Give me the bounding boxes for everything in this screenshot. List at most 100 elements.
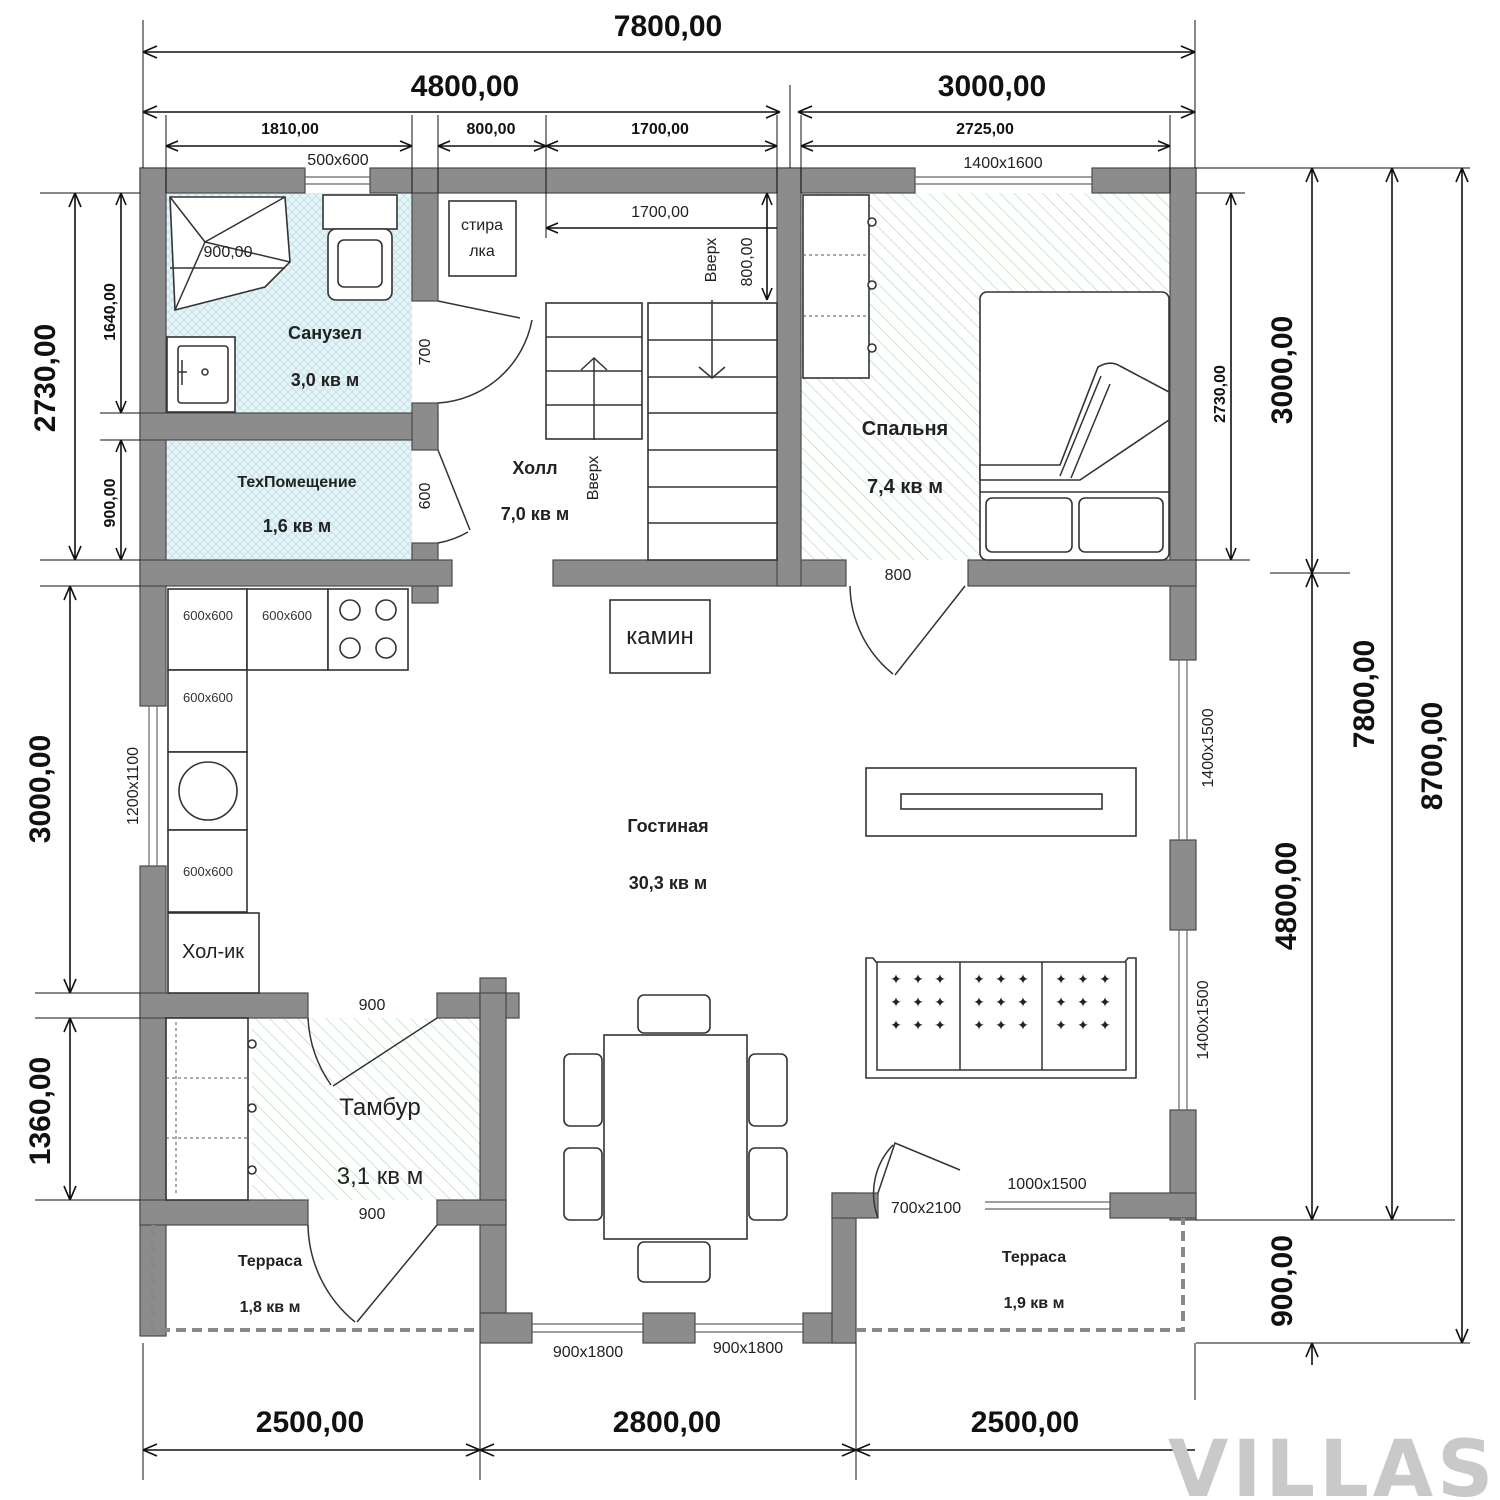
shower-icon	[169, 196, 291, 312]
wall-bottom-1	[479, 1312, 533, 1344]
wall-vest-top-2	[436, 992, 520, 1019]
wall-bath-tech	[139, 412, 439, 441]
wall-terr-right-top-2	[1109, 1192, 1197, 1219]
wall-bed-bottom	[967, 559, 1197, 587]
room-bedroom-area: 7,4 кв м	[867, 476, 943, 498]
label-fridge: Хол-ик	[182, 941, 244, 963]
sofa-tuft-icon: ✦	[1099, 972, 1111, 988]
room-living-area: 30,3 кв м	[629, 873, 707, 893]
label-fireplace: камин	[626, 623, 694, 650]
window-bedroom	[915, 176, 1092, 185]
dim-top-seg4: 2725,00	[956, 121, 1014, 138]
dim-top-seg2: 800,00	[467, 121, 516, 138]
washer-icon	[448, 200, 517, 277]
sofa-tuft-icon: ✦	[912, 972, 924, 988]
label-door-tech: 600	[417, 483, 434, 510]
dining-set	[563, 994, 788, 1283]
furniture: ✦✦✦✦✦✦✦✦✦✦✦✦✦✦✦✦✦✦✦✦✦✦✦✦✦✦✦	[165, 194, 1170, 1283]
dim-top-total: 7800,00	[614, 10, 722, 43]
wall-bath-hall-1	[411, 192, 439, 302]
room-terrace-right-name: Терраса	[1002, 1249, 1066, 1266]
sofa-tuft-icon: ✦	[1099, 1018, 1111, 1034]
sofa-tuft-icon: ✦	[1077, 972, 1089, 988]
dim-left-bath: 1640,00	[102, 283, 119, 341]
sofa-tuft-icon: ✦	[1017, 972, 1029, 988]
fridge-icon	[167, 912, 260, 994]
sofa-tuft-icon: ✦	[1077, 1018, 1089, 1034]
dim-top-seg3: 1700,00	[631, 121, 689, 138]
dim-top-seg1: 1810,00	[261, 121, 319, 138]
label-door-terrace: 700x2100	[891, 1200, 961, 1217]
room-bathroom-area: 3,0 кв м	[291, 370, 359, 390]
label-cab4: 600x600	[183, 864, 233, 879]
window-right-upper	[1178, 660, 1188, 840]
terrace-right-rail	[856, 1218, 1185, 1332]
sofa-tuft-icon: ✦	[934, 972, 946, 988]
dim-right-total: 7800,00	[1348, 640, 1381, 748]
kitchen-counter	[167, 588, 409, 994]
room-vestibule-area: 3,1 кв м	[337, 1163, 423, 1190]
window-bottom-right	[695, 1323, 803, 1333]
label-win-terrace: 1000x1500	[1007, 1176, 1086, 1193]
sofa-tuft-icon: ✦	[912, 1018, 924, 1034]
label-win-bottom-right: 900x1800	[713, 1340, 783, 1357]
dim-right-bed: 3000,00	[1266, 316, 1299, 424]
room-terrace-left-name: Терраса	[238, 1253, 302, 1270]
room-living-name: Гостиная	[627, 816, 708, 836]
room-labels: Санузел 3,0 кв м ТехПомещение 1,6 кв м Х…	[237, 323, 1066, 1316]
dim-left-mid: 3000,00	[24, 735, 57, 843]
label-cab3: 600x600	[183, 690, 233, 705]
dim-bottom-right: 2500,00	[971, 1406, 1079, 1439]
label-door-bath: 700	[417, 339, 434, 366]
terrace-left-rail	[151, 1225, 480, 1332]
label-washer-2: лка	[469, 243, 495, 260]
sofa-tuft-icon: ✦	[912, 995, 924, 1011]
door-utility	[437, 449, 471, 544]
wall-right-2	[1169, 839, 1197, 931]
label-cab1: 600x600	[183, 608, 233, 623]
sofa-tuft-icon: ✦	[890, 1018, 902, 1034]
label-stair-up-left: Вверх	[585, 456, 602, 501]
toilet-icon	[322, 194, 398, 301]
label-win-bath: 500x600	[307, 152, 368, 169]
dimension-labels: 7800,00 4800,00 3000,00 1810,00 800,00 1…	[24, 10, 1449, 1439]
sofa-tuft-icon: ✦	[995, 972, 1007, 988]
door-bathroom	[437, 300, 533, 404]
wall-bath-hall-2	[411, 402, 439, 451]
label-win-kitchen: 1200x1100	[125, 747, 142, 825]
window-kitchen	[148, 706, 158, 866]
sofa-tuft-icon: ✦	[995, 1018, 1007, 1034]
windows	[148, 176, 1188, 1333]
door-bedroom	[849, 585, 966, 676]
room-vestibule-name: Тамбур	[339, 1094, 420, 1121]
dim-right-bed-inner: 2730,00	[1212, 365, 1229, 423]
wall-bed-left	[776, 167, 802, 587]
wardrobe-bedroom	[802, 194, 877, 379]
wall-vest-bottom-1	[139, 1199, 309, 1226]
walls	[139, 167, 1197, 1344]
sofa-tuft-icon: ✦	[934, 995, 946, 1011]
wall-top-1	[139, 167, 306, 194]
label-stair-up-right: Вверх	[703, 238, 720, 283]
sofa-tuft-icon: ✦	[973, 972, 985, 988]
dim-top-left: 4800,00	[411, 70, 519, 103]
dim-top-right: 3000,00	[938, 70, 1046, 103]
window-bathroom	[305, 176, 370, 185]
utility-floor	[166, 440, 412, 560]
window-right-lower	[1178, 930, 1188, 1110]
bed-icon	[979, 291, 1170, 561]
room-hall-area: 7,0 кв м	[501, 504, 569, 524]
dim-left-tech: 900,00	[102, 478, 119, 527]
wall-tech-bottom	[139, 559, 453, 587]
tv-unit	[865, 767, 1137, 837]
dim-right-living: 4800,00	[1270, 842, 1303, 950]
label-win-right-lower: 1400x1500	[1195, 980, 1212, 1059]
sofa-tuft-icon: ✦	[934, 1018, 946, 1034]
label-win-bed: 1400x1600	[963, 155, 1042, 172]
wall-vest-right	[479, 992, 507, 1314]
sofa-tuft-icon: ✦	[1099, 995, 1111, 1011]
label-door-vest-top: 900	[359, 997, 386, 1014]
dim-stair-width: 1700,00	[631, 204, 689, 221]
dim-bottom-left: 2500,00	[256, 1406, 364, 1439]
room-utility-name: ТехПомещение	[237, 474, 356, 491]
